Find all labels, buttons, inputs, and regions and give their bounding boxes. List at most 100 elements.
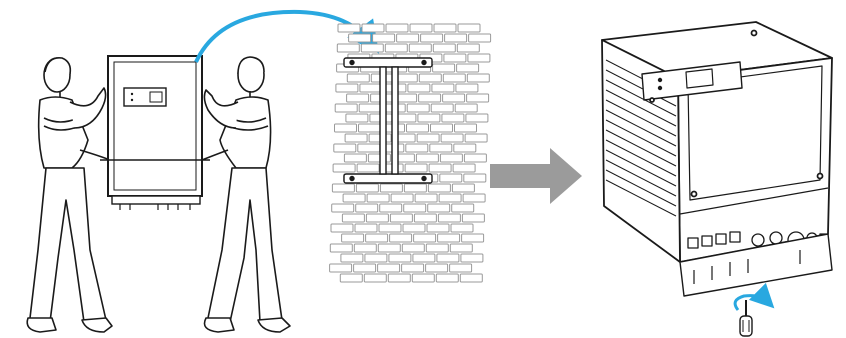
brick — [428, 184, 450, 192]
brick — [412, 274, 434, 282]
brick — [439, 194, 461, 202]
brick — [418, 114, 440, 122]
brick — [330, 244, 352, 252]
brick — [462, 214, 484, 222]
brick — [457, 64, 479, 72]
brick — [366, 214, 388, 222]
brick — [330, 264, 352, 272]
brick — [458, 24, 480, 32]
brick — [366, 234, 388, 242]
brick — [413, 254, 435, 262]
inverter-carried — [100, 56, 210, 210]
brick — [417, 134, 439, 142]
brick — [429, 164, 451, 172]
brick — [469, 34, 491, 42]
brick — [347, 74, 369, 82]
brick — [410, 24, 432, 32]
person-right — [202, 57, 290, 332]
brick — [432, 84, 454, 92]
brick — [455, 104, 477, 112]
brick — [337, 44, 359, 52]
brick — [426, 264, 448, 272]
brick — [355, 224, 377, 232]
brick — [338, 24, 360, 32]
brick — [386, 24, 408, 32]
brick — [332, 204, 354, 212]
brick — [467, 94, 489, 102]
screwdriver-icon — [740, 300, 752, 336]
brick — [433, 64, 455, 72]
brick — [349, 34, 371, 42]
brick — [378, 264, 400, 272]
brick — [460, 274, 482, 282]
brick — [345, 134, 367, 142]
brick — [450, 264, 472, 272]
brick — [359, 104, 381, 112]
brick — [331, 224, 353, 232]
brick — [466, 114, 488, 122]
brick — [464, 174, 486, 182]
brick — [440, 154, 462, 162]
right-arrow-icon — [490, 148, 582, 204]
brick — [354, 264, 376, 272]
brick — [443, 74, 465, 82]
brick — [360, 84, 382, 92]
brick — [450, 244, 472, 252]
brick — [342, 214, 364, 222]
brick — [468, 54, 490, 62]
brick — [437, 254, 459, 262]
brick — [346, 114, 368, 122]
brick — [347, 94, 369, 102]
brick — [367, 194, 389, 202]
person-left — [27, 58, 112, 332]
brick — [407, 104, 429, 112]
lift-arrow-icon — [196, 12, 372, 62]
brick — [404, 184, 426, 192]
brick — [441, 134, 463, 142]
brick — [455, 124, 477, 132]
inverter-mounted — [602, 22, 832, 296]
brick — [436, 274, 458, 282]
brick — [443, 94, 465, 102]
brick — [358, 144, 380, 152]
brick — [342, 234, 364, 242]
brick — [389, 254, 411, 262]
brick — [415, 194, 437, 202]
brick — [445, 34, 467, 42]
brick — [438, 214, 460, 222]
brick — [456, 84, 478, 92]
brick — [380, 204, 402, 212]
brick — [440, 174, 462, 182]
brick — [403, 224, 425, 232]
brick — [414, 234, 436, 242]
brick — [402, 264, 424, 272]
brick — [431, 104, 453, 112]
brick — [454, 144, 476, 152]
brick — [451, 224, 473, 232]
brick — [405, 164, 427, 172]
brick — [357, 164, 379, 172]
rotate-arrow-icon — [735, 296, 768, 310]
brick — [433, 44, 455, 52]
brick — [421, 34, 443, 42]
brick — [343, 194, 365, 202]
brick — [463, 194, 485, 202]
brick — [390, 214, 412, 222]
brick — [426, 244, 448, 252]
brick — [408, 84, 430, 92]
brick — [404, 204, 426, 212]
brick — [452, 204, 474, 212]
brick — [356, 204, 378, 212]
brick — [333, 164, 355, 172]
brick — [438, 234, 460, 242]
brick — [442, 114, 464, 122]
brick — [419, 94, 441, 102]
brick — [361, 44, 383, 52]
brick — [380, 184, 402, 192]
brick — [364, 274, 386, 282]
brick — [335, 124, 357, 132]
brick — [462, 234, 484, 242]
brick — [332, 184, 354, 192]
